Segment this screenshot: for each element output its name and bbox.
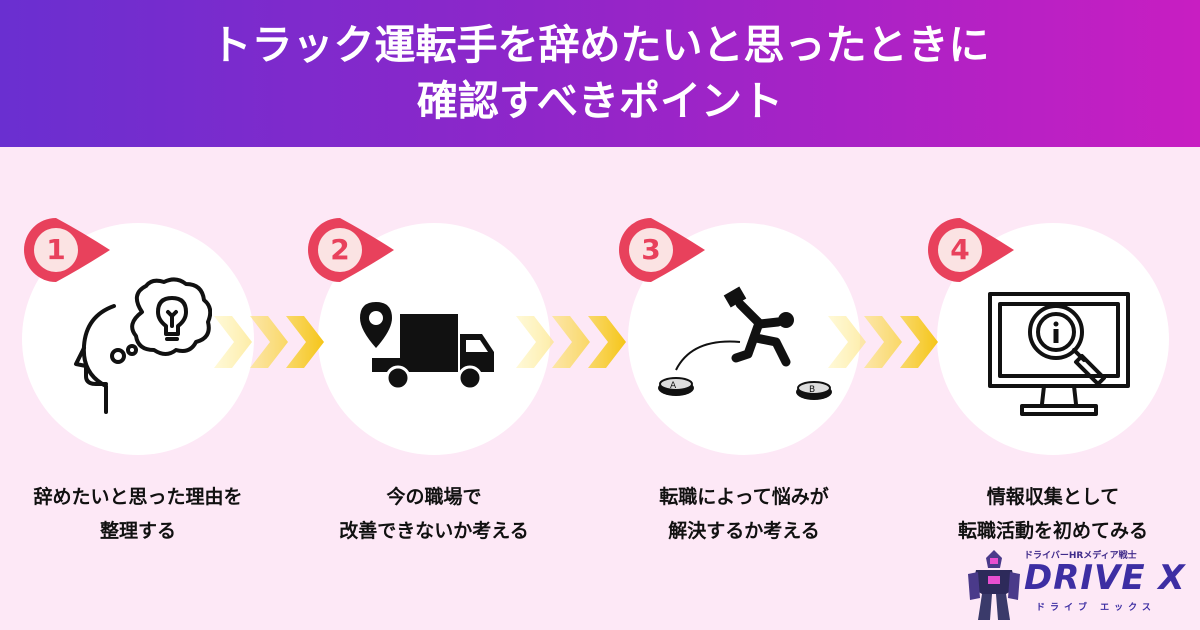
logo-brand: DRIVE X (1024, 558, 1186, 598)
svg-text:B: B (809, 385, 815, 395)
step-1-number: 1 (46, 233, 66, 266)
step-3-badge: 3 (617, 216, 707, 284)
monitor-info-search-icon (988, 292, 1130, 416)
title-line-1: トラック運転手を辞めたいと思ったときに (210, 21, 990, 69)
step-1-badge: 1 (22, 216, 112, 284)
step-2-badge: 2 (306, 216, 396, 284)
step-3-caption: 転職によって悩みが 解決するか考える (599, 480, 889, 548)
logo-subtitle: ドライブ エックス (1036, 603, 1156, 613)
step-2-caption-line-2: 改善できないか考える (339, 520, 529, 542)
step-2-caption: 今の職場で 改善できないか考える (289, 480, 579, 548)
head-lightbulb-icon (74, 277, 212, 414)
step-2-number: 2 (330, 233, 350, 266)
step-3-caption-line-2: 解決するか考える (668, 520, 820, 542)
step-2-caption-line-1: 今の職場で (386, 486, 482, 508)
step-4-caption-line-1: 情報収集として (986, 486, 1120, 508)
step-1-caption: 辞めたいと思った理由を 整理する (0, 480, 283, 548)
arrow-chevrons-1 (214, 316, 324, 368)
step-4-caption-line-2: 転職活動を初めてみる (957, 520, 1148, 542)
step-4-badge: 4 (926, 216, 1016, 284)
title-line-2: 確認すべきポイント (416, 77, 784, 125)
arrow-chevrons-3 (828, 316, 938, 368)
step-1-caption-line-1: 辞めたいと思った理由を (33, 486, 243, 508)
step-4-caption: 情報収集として 転職活動を初めてみる (908, 480, 1198, 548)
step-3-caption-line-1: 転職によって悩みが (659, 486, 829, 508)
svg-text:A: A (670, 381, 677, 391)
robot-mascot-icon (968, 550, 1020, 620)
header-banner (0, 0, 1200, 147)
jump-a-to-b-icon: A B (658, 286, 832, 400)
step-3-number: 3 (641, 233, 661, 266)
drive-x-logo: ドライバーHRメディア戦士 DRIVE X ドライブ エックス (966, 548, 1186, 622)
arrow-chevrons-2 (516, 316, 626, 368)
truck-location-icon (360, 302, 494, 391)
step-4-number: 4 (950, 233, 970, 266)
step-1-caption-line-2: 整理する (99, 520, 176, 542)
logo-tagline: ドライバーHRメディア戦士 (1024, 551, 1137, 561)
